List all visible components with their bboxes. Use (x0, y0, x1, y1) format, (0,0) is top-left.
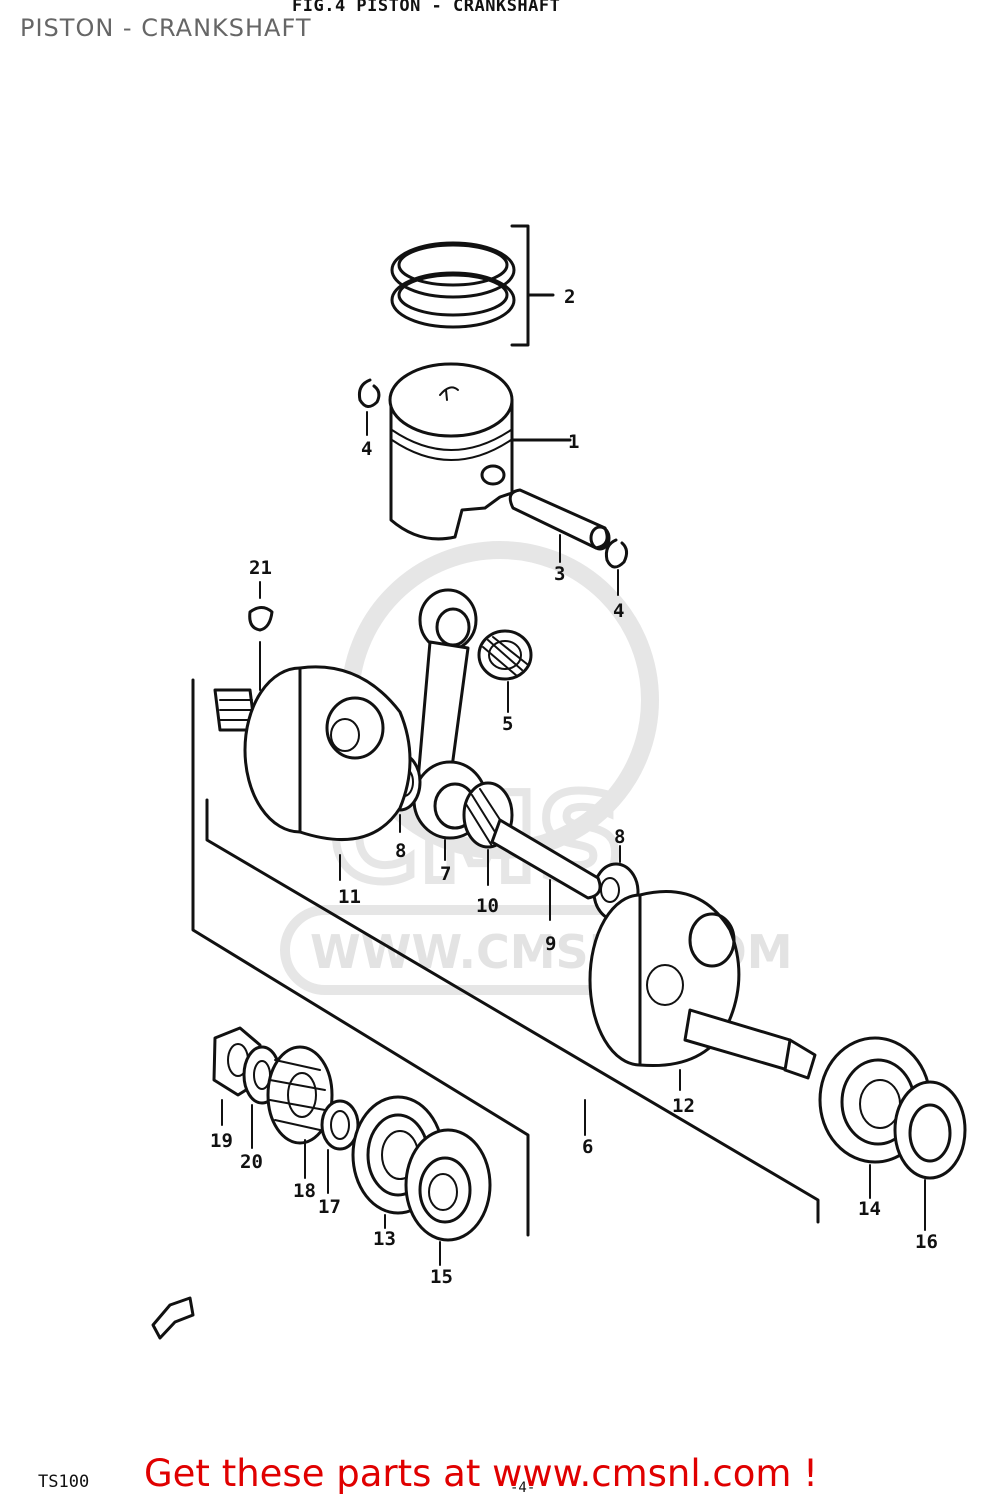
callout-8a: 8 (395, 840, 406, 862)
oil-seal-left[interactable] (404, 1128, 492, 1266)
get-parts-link[interactable]: Get these parts at www.cmsnl.com ! (144, 1452, 819, 1495)
figure-caption: FIG.4 PISTON - CRANKSHAFT (292, 0, 561, 16)
callout-4a: 4 (361, 438, 372, 460)
front-direction-arrow-icon (151, 1296, 195, 1340)
crank-pin[interactable] (490, 818, 602, 921)
callout-5: 5 (502, 713, 513, 735)
callout-labels: 2 1 4 3 4 21 5 8 7 8 10 11 9 12 6 19 20 … (210, 286, 938, 1288)
connecting-rod[interactable] (412, 588, 488, 861)
callout-15: 15 (430, 1266, 453, 1288)
callout-16: 16 (915, 1231, 938, 1253)
callout-21: 21 (249, 557, 272, 579)
callout-9: 9 (545, 933, 556, 955)
callout-14: 14 (858, 1198, 881, 1220)
page-number: -4- (510, 1480, 536, 1496)
model-code: TS100 (38, 1472, 90, 1492)
crankshaft-assy-bracket (191, 678, 820, 1237)
small-end-bearing[interactable] (477, 629, 533, 713)
callout-12: 12 (672, 1095, 695, 1117)
callout-6: 6 (582, 1136, 593, 1158)
oil-seal-right[interactable] (893, 1080, 967, 1231)
piston-rings[interactable] (390, 224, 555, 347)
callout-17: 17 (318, 1196, 341, 1218)
callout-3: 3 (554, 563, 565, 585)
crank-half-right[interactable] (588, 890, 817, 1091)
piston[interactable] (388, 362, 572, 541)
callout-18: 18 (293, 1180, 316, 1202)
woodruff-key[interactable] (248, 581, 274, 691)
callout-1: 1 (568, 431, 579, 453)
page-title: PISTON - CRANKSHAFT (20, 14, 312, 42)
callout-13: 13 (373, 1228, 396, 1250)
crank-half-left[interactable] (213, 665, 412, 881)
callout-2: 2 (564, 286, 575, 308)
callout-8b: 8 (614, 826, 625, 848)
circlip-right[interactable] (604, 538, 629, 596)
primary-drive-gear[interactable] (266, 1045, 334, 1179)
callout-10: 10 (476, 895, 499, 917)
callout-11: 11 (338, 886, 361, 908)
piston-pin[interactable] (508, 488, 611, 563)
callout-19: 19 (210, 1130, 233, 1152)
circlip-left[interactable] (358, 378, 381, 436)
callout-20: 20 (240, 1151, 263, 1173)
callout-4b: 4 (613, 600, 624, 622)
callout-7: 7 (440, 863, 451, 885)
